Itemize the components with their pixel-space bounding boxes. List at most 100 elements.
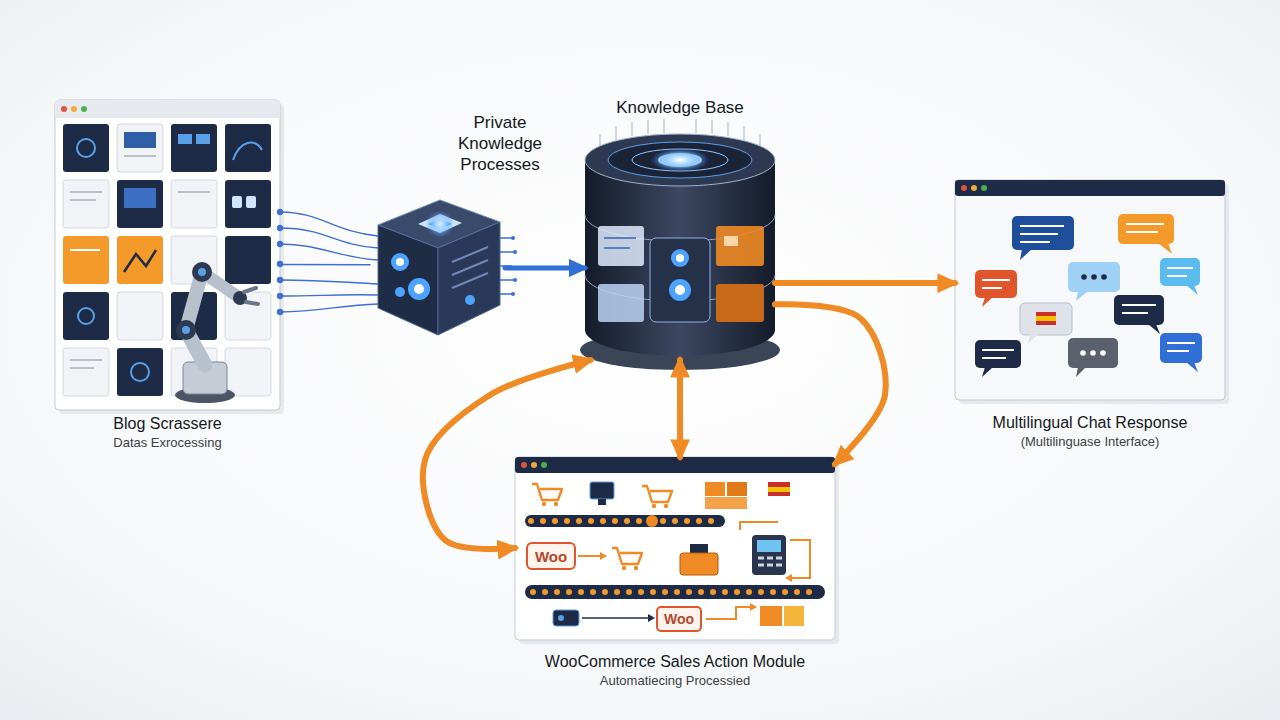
blog-window <box>171 124 217 172</box>
flow-arrow <box>775 280 955 286</box>
woocommerce-window <box>648 614 655 622</box>
chat-window <box>1081 274 1087 280</box>
database-cylinder <box>650 238 710 322</box>
blog-window <box>81 106 87 112</box>
woocommerce-window <box>705 482 725 496</box>
blog-window <box>124 188 156 208</box>
blog-window <box>225 236 271 284</box>
blog-window <box>171 180 217 228</box>
chat-window <box>1020 226 1064 242</box>
chat-window <box>975 340 1021 368</box>
database-cylinder <box>604 247 630 249</box>
chat-window <box>1126 224 1164 232</box>
blog-window <box>117 124 163 172</box>
database-cylinder <box>598 284 644 322</box>
woocommerce-window <box>527 543 575 569</box>
woocommerce-window <box>590 482 614 499</box>
database-cylinder <box>724 236 738 246</box>
woocommerce-window <box>553 610 579 626</box>
blog-window <box>61 106 67 112</box>
blog-window <box>70 367 94 369</box>
node-title: Knowledge Base <box>570 97 790 118</box>
processor-cube <box>378 225 438 335</box>
woocommerce-window <box>578 555 600 557</box>
database-cylinder <box>608 142 752 178</box>
blog-window <box>63 236 109 284</box>
woocommerce-window <box>600 552 607 560</box>
woocommerce-window <box>757 540 781 552</box>
blog-window <box>117 292 163 340</box>
woocommerce-window <box>706 607 750 619</box>
database-cylinder <box>585 134 775 186</box>
source-window: Blog ScrassereDatas Exrocessing <box>55 100 280 450</box>
data-wires <box>278 278 283 283</box>
woocommerce-window <box>760 606 782 626</box>
blog-window <box>225 180 271 228</box>
chat-window <box>1036 312 1056 325</box>
blog-window <box>55 100 280 410</box>
blog-window <box>178 191 210 193</box>
flow-arrow <box>280 264 370 266</box>
blog-window <box>178 134 192 144</box>
woocommerce-window <box>785 574 792 582</box>
chat-window <box>975 270 1017 298</box>
woocommerce-window <box>515 457 835 473</box>
chat-window <box>1167 268 1193 276</box>
data-wires <box>280 295 378 296</box>
woocommerce-window <box>531 462 537 468</box>
woocommerce-window <box>740 522 778 530</box>
connectors <box>280 265 955 549</box>
chat-window <box>1100 350 1106 356</box>
chat-window <box>1122 305 1156 313</box>
database-cylinder <box>675 285 685 295</box>
woocommerce-window <box>532 484 562 506</box>
woocommerce-window <box>515 457 835 640</box>
blog-window <box>55 100 284 414</box>
woocommerce-window <box>515 457 839 644</box>
flow-arrow <box>505 265 585 270</box>
data-wires <box>280 244 378 260</box>
processor-cube <box>511 292 515 296</box>
processor-cube <box>426 210 454 238</box>
flow-arrow <box>423 360 591 549</box>
woocommerce-window <box>642 486 672 508</box>
woocommerce-window <box>790 540 810 578</box>
processor-cube <box>513 250 517 254</box>
blog-window <box>233 143 262 160</box>
blog-window <box>63 348 109 396</box>
woocommerce-window <box>541 462 547 468</box>
blog-window <box>246 196 256 208</box>
woocommerce-window <box>558 615 564 621</box>
processor-cube <box>408 278 430 300</box>
woocommerce-window <box>758 558 782 565</box>
node-title: Multilingual Chat Response <box>940 413 1240 433</box>
blog-window <box>131 363 149 381</box>
chat-window <box>1076 367 1086 377</box>
processor-cube <box>465 295 475 305</box>
data-wires <box>280 212 378 236</box>
chat-window <box>982 297 993 307</box>
node-title: WooCommerce Sales Action Module <box>485 652 865 672</box>
chat-window <box>1068 338 1118 368</box>
processor-cube <box>513 278 517 282</box>
robot-arm <box>192 262 212 282</box>
chat-window <box>982 367 993 377</box>
data-wires <box>278 210 379 315</box>
processor-cube <box>414 284 424 294</box>
node-subtitle: Automatiecing Processied <box>515 673 835 689</box>
data-wires <box>278 226 283 231</box>
database-node: Knowledge Base <box>585 95 775 360</box>
logo-text: Woo <box>657 607 701 631</box>
woocommerce-window <box>705 497 747 509</box>
database-cylinder <box>669 279 691 301</box>
database-cylinder <box>671 249 689 267</box>
chat-window <box>1186 285 1198 295</box>
database-cylinder <box>676 254 684 262</box>
chat-window <box>982 280 1010 288</box>
chat-window <box>1076 291 1088 301</box>
database-cylinder <box>650 148 710 172</box>
chat-window <box>1118 214 1174 244</box>
chat-window <box>955 180 1225 196</box>
